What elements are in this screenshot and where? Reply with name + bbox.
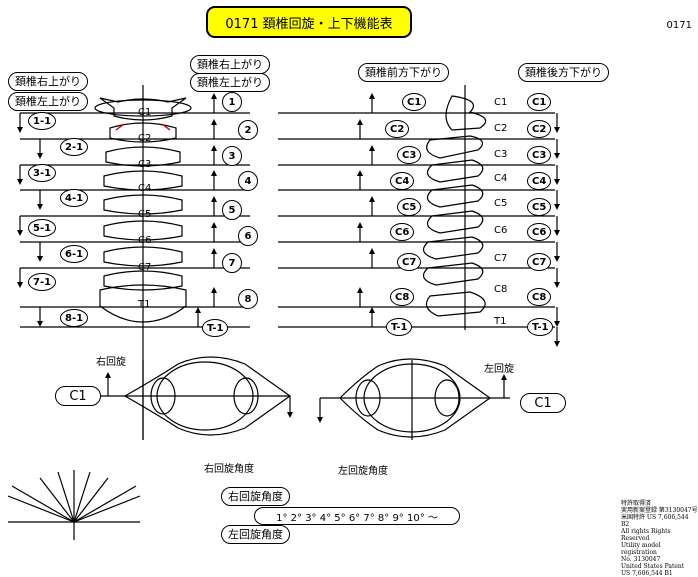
marker-back: C6 bbox=[527, 223, 552, 241]
left-rotation-label: 左回旋 bbox=[484, 364, 514, 375]
marker-forward: T-1 bbox=[386, 318, 413, 336]
marker-left: 7-1 bbox=[28, 273, 57, 291]
diagram-drawing bbox=[7, 85, 560, 540]
side-label: C2 bbox=[494, 123, 508, 134]
marker-back: C3 bbox=[527, 146, 552, 164]
patent-notice: 特許取得済 実用新案登録 第3130047号 米国特許 US 7,606,544… bbox=[621, 500, 698, 577]
vertebra-label: C2 bbox=[138, 133, 152, 144]
marker-back: C1 bbox=[527, 93, 552, 111]
marker-mid: T-1 bbox=[202, 319, 229, 337]
vertebra-label: C3 bbox=[138, 159, 152, 170]
marker-back: C2 bbox=[527, 120, 552, 138]
marker-back: T-1 bbox=[527, 318, 554, 336]
marker-forward: C1 bbox=[402, 93, 427, 111]
marker-back: C4 bbox=[527, 172, 552, 190]
vertebra-label: C7 bbox=[138, 262, 152, 273]
marker-forward: C6 bbox=[390, 223, 415, 241]
side-label: C3 bbox=[494, 149, 508, 160]
marker-mid: 7 bbox=[222, 253, 242, 273]
vertebra-label: C1 bbox=[138, 107, 152, 118]
c1-left-box: C1 bbox=[55, 386, 101, 406]
marker-back: C5 bbox=[527, 198, 552, 216]
page-title: 0171 頚椎回旋・上下機能表 bbox=[206, 6, 412, 38]
marker-left: 2-1 bbox=[60, 138, 89, 156]
side-label: C4 bbox=[494, 173, 508, 184]
marker-mid: 5 bbox=[222, 200, 242, 220]
marker-forward: C7 bbox=[397, 253, 422, 271]
page-number: 0171 bbox=[666, 20, 692, 31]
marker-left: 4-1 bbox=[60, 189, 89, 207]
angle-pill-right: 右回旋角度 bbox=[221, 487, 290, 506]
marker-forward: C8 bbox=[390, 288, 415, 306]
marker-back: C8 bbox=[527, 288, 552, 306]
marker-mid: 2 bbox=[238, 120, 258, 140]
marker-left: 8-1 bbox=[60, 309, 89, 327]
marker-mid: 4 bbox=[238, 171, 258, 191]
marker-forward: C4 bbox=[390, 172, 415, 190]
marker-forward: C3 bbox=[397, 146, 422, 164]
marker-forward: C2 bbox=[385, 120, 410, 138]
marker-left: 5-1 bbox=[28, 219, 57, 237]
marker-left: 3-1 bbox=[28, 164, 57, 182]
marker-mid: 3 bbox=[222, 146, 242, 166]
marker-mid: 8 bbox=[238, 289, 258, 309]
marker-left: 6-1 bbox=[60, 245, 89, 263]
side-label: C5 bbox=[494, 198, 508, 209]
marker-mid: 6 bbox=[238, 226, 258, 246]
vertebra-label: C4 bbox=[138, 183, 152, 194]
left-angle-label: 左回旋角度 bbox=[338, 466, 388, 477]
right-rotation-label: 右回旋 bbox=[96, 357, 126, 368]
side-label: C6 bbox=[494, 225, 508, 236]
label-neck-right-up: 頚椎右上がり bbox=[8, 72, 88, 91]
side-label: C8 bbox=[494, 284, 508, 295]
vertebra-label: T1 bbox=[138, 299, 151, 310]
marker-back: C7 bbox=[527, 253, 552, 271]
side-label: C1 bbox=[494, 97, 508, 108]
label-neck-left-up: 頚椎左上がり bbox=[8, 92, 88, 111]
side-label: C7 bbox=[494, 253, 508, 264]
label-forward-down: 頚椎前方下がり bbox=[358, 63, 449, 82]
label-backward-down: 頚椎後方下がり bbox=[518, 63, 609, 82]
marker-left: 1-1 bbox=[28, 112, 57, 130]
c1-right-box: C1 bbox=[520, 393, 566, 413]
vertebra-label: C6 bbox=[138, 235, 152, 246]
angle-pill-left: 左回旋角度 bbox=[221, 525, 290, 544]
degree-scale: 1° 2° 3° 4° 5° 6° 7° 8° 9° 10° ～ bbox=[254, 507, 460, 525]
side-label: T1 bbox=[494, 316, 507, 327]
marker-mid: 1 bbox=[222, 92, 242, 112]
right-angle-label: 右回旋角度 bbox=[204, 464, 254, 475]
vertebra-label: C5 bbox=[138, 209, 152, 220]
label-mid-left-up: 頚椎左上がり bbox=[190, 73, 270, 92]
marker-forward: C5 bbox=[397, 198, 422, 216]
